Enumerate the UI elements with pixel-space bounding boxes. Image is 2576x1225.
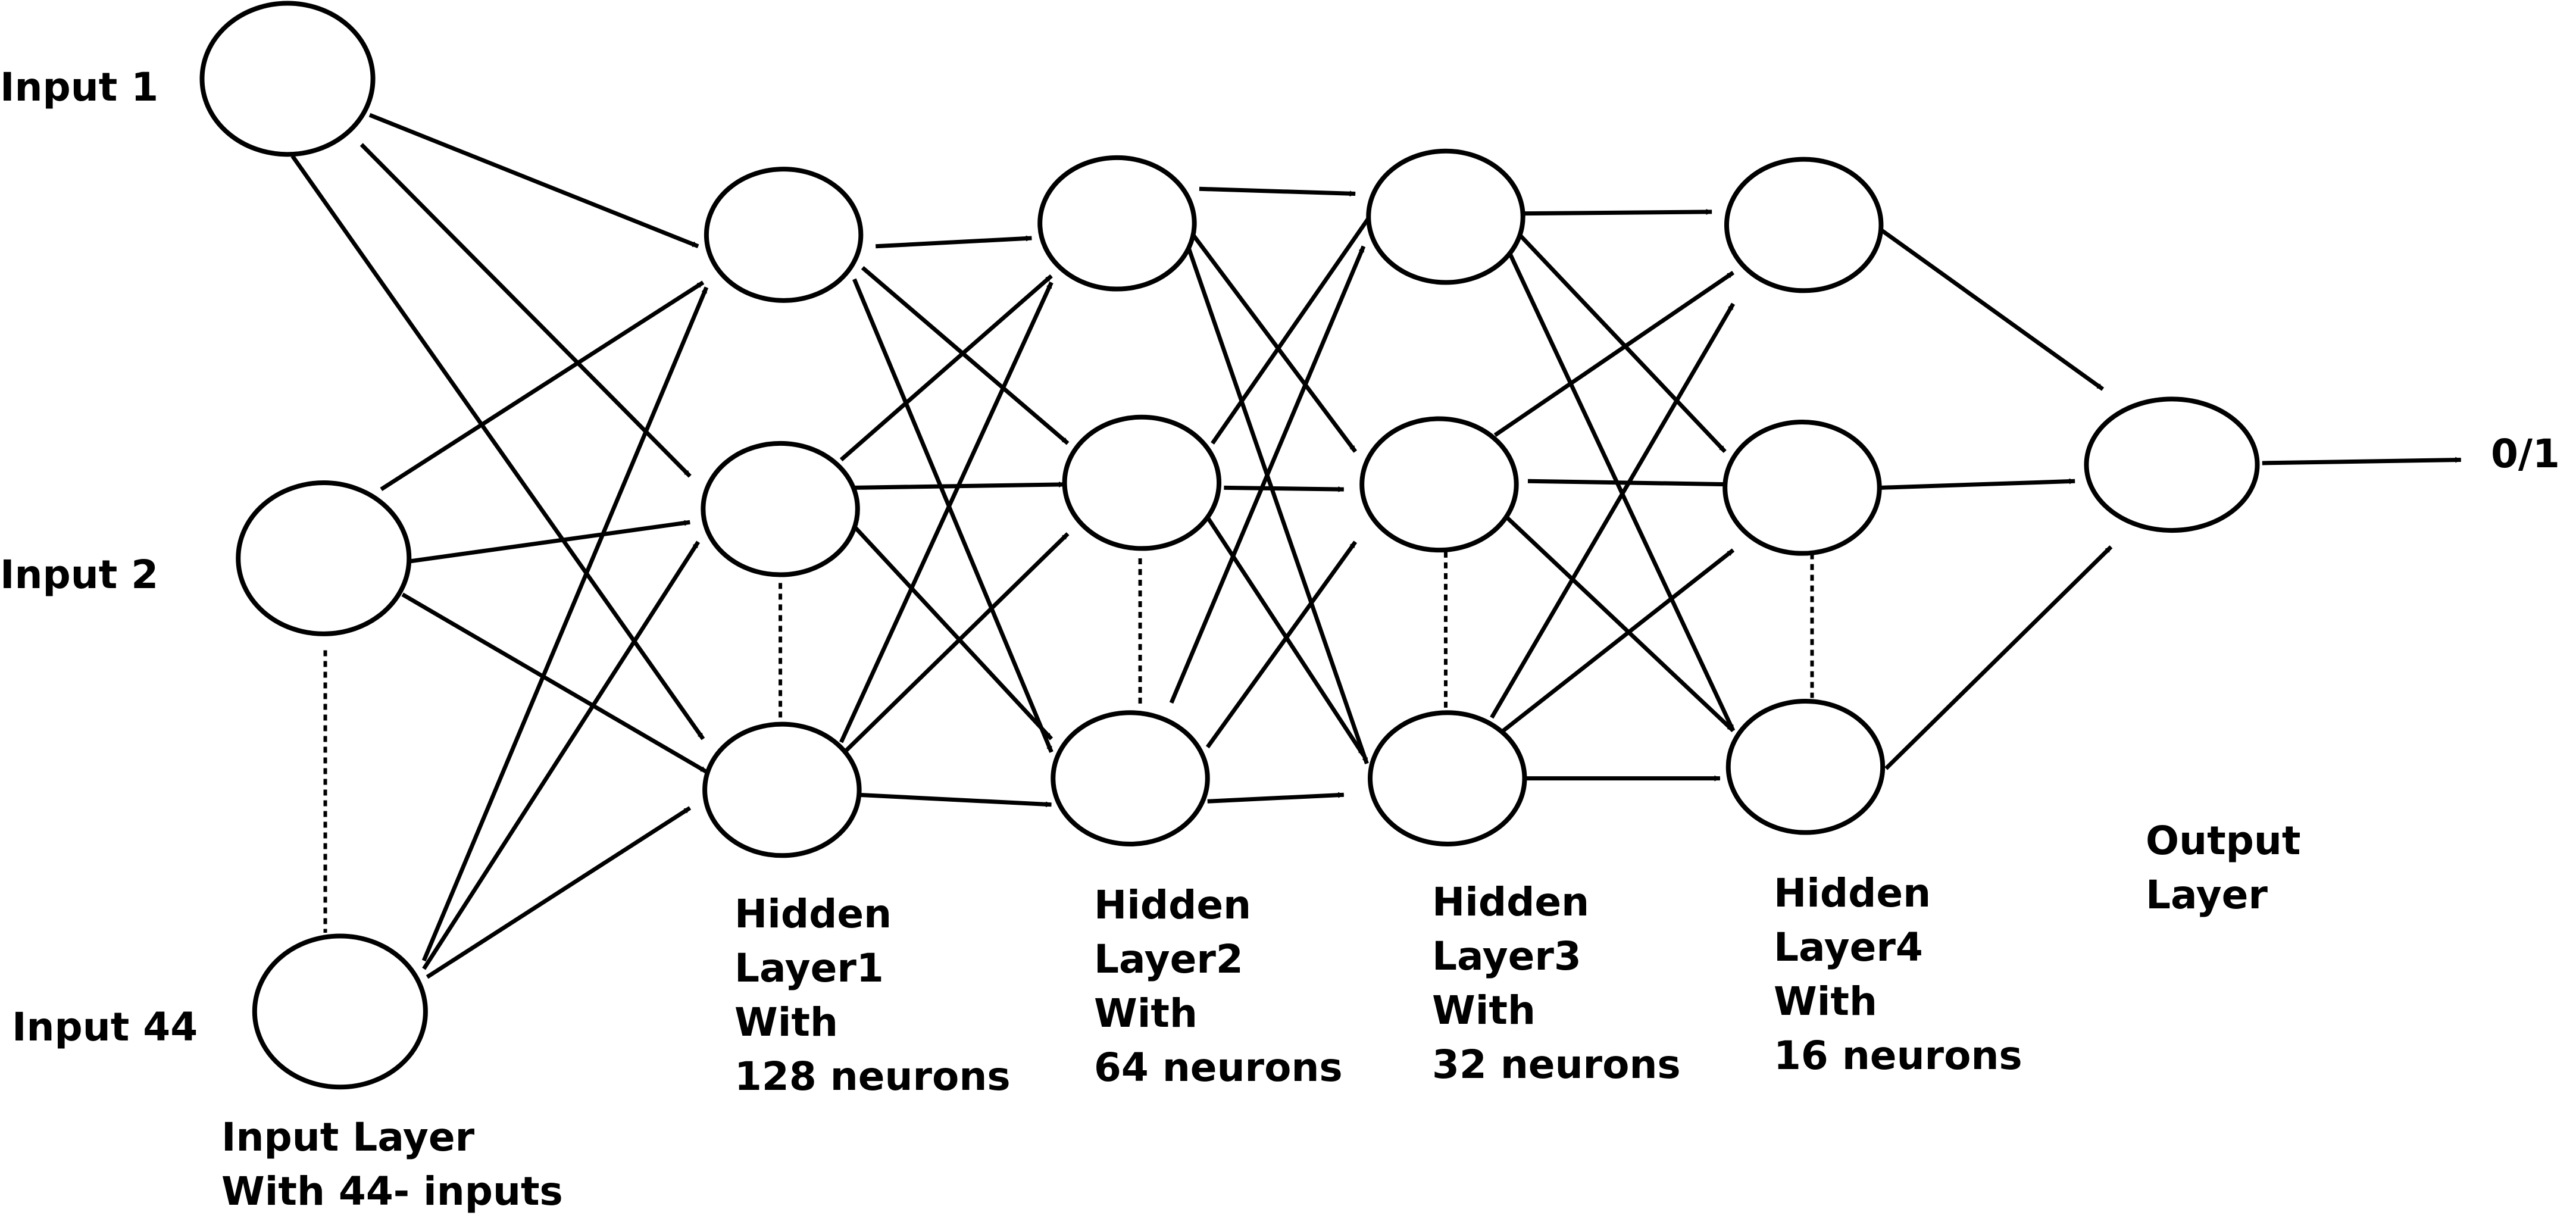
hidden-layer-4-caption-line-4: 16 neurons <box>1774 1033 2022 1079</box>
hidden-layer-2-caption-line-3: With <box>1094 990 1198 1036</box>
output-value-label: 0/1 <box>2491 431 2560 477</box>
connection-arrow-31 <box>1493 271 1734 437</box>
connection-arrow-29 <box>1518 233 1727 454</box>
connection-arrow-11 <box>861 266 1070 445</box>
hidden-layer-2-caption-line-4: 64 neurons <box>1094 1045 1343 1090</box>
hidden-layer-1-caption: Hidden Layer1 With 128 neurons <box>734 887 1011 1104</box>
input-44-label: Input 44 <box>12 1004 198 1050</box>
connection-arrow-16 <box>839 282 1053 743</box>
connection-arrow-40 <box>2262 457 2462 465</box>
hidden-layer-4-caption-line-1: Hidden <box>1774 870 1931 916</box>
neuron-h4-bot <box>1725 698 1886 835</box>
connection-arrow-12 <box>852 278 1053 753</box>
connection-arrow-28 <box>1524 208 1712 216</box>
neuron-h2-top <box>1037 155 1197 292</box>
neuron-input-44 <box>252 933 428 1090</box>
neuron-h1-top <box>704 167 864 303</box>
output-layer-caption-line-1: Output <box>2146 818 2301 864</box>
connection-arrow-33 <box>1502 512 1735 733</box>
connection-arrow-7 <box>421 286 709 962</box>
neuron-h1-bot <box>702 721 862 858</box>
connection-arrow-1 <box>368 112 699 249</box>
hidden-layer-1-caption-line-1: Hidden <box>734 891 892 937</box>
connection-arrow-27 <box>1207 792 1345 804</box>
neuron-h4-top <box>1724 157 1884 293</box>
connection-arrow-35 <box>1502 548 1735 733</box>
neuron-h3-mid <box>1359 416 1519 553</box>
neuron-input-1 <box>199 1 376 157</box>
connection-arrow-19 <box>1199 186 1356 197</box>
neuron-h1-mid <box>701 440 860 577</box>
connection-arrow-39 <box>1884 545 2113 770</box>
input-2-label: Input 2 <box>0 552 159 598</box>
connection-arrow-26 <box>1205 540 1358 749</box>
connection-arrow-2 <box>359 143 692 478</box>
connection-arrow-17 <box>836 532 1070 761</box>
ellipsis-dots-group <box>323 551 1814 933</box>
input-1-label: Input 1 <box>0 64 159 110</box>
hidden-layer-3-caption-line-3: With <box>1432 988 1536 1033</box>
connection-arrow-37 <box>1880 228 2105 391</box>
connection-arrow-5 <box>407 520 690 564</box>
connection-arrow-4 <box>380 280 705 492</box>
neuron-output <box>2084 396 2260 533</box>
input-layer-caption-line-2: With 44- inputs <box>221 1168 563 1214</box>
connection-arrow-8 <box>422 540 701 970</box>
connection-arrow-34 <box>1490 302 1736 719</box>
connection-arrow-30 <box>1504 245 1736 732</box>
hidden-layer-2-caption-line-1: Hidden <box>1094 882 1252 928</box>
hidden-layer-2-caption-line-2: Layer2 <box>1094 936 1243 982</box>
input-layer-caption: Input Layer With 44- inputs <box>221 1110 563 1218</box>
hidden-layer-1-caption-line-3: With <box>734 999 838 1045</box>
connection-arrow-38 <box>1881 478 2075 490</box>
output-layer-caption-line-2: Layer <box>2146 872 2268 918</box>
hidden-layer-3-caption: Hidden Layer3 With 32 neurons <box>1432 875 1681 1092</box>
connection-arrow-25 <box>1169 245 1366 704</box>
hidden-layer-4-caption: Hidden Layer4 With 16 neurons <box>1774 866 2022 1083</box>
connections-group <box>290 112 2462 979</box>
hidden-layer-2-caption: Hidden Layer2 With 64 neurons <box>1094 878 1343 1095</box>
neuron-input-2 <box>236 480 412 636</box>
connection-arrow-13 <box>839 274 1053 462</box>
connection-arrow-20 <box>1173 209 1357 453</box>
hidden-layer-1-caption-line-4: 128 neurons <box>734 1054 1011 1099</box>
neuron-h4-mid <box>1722 419 1882 556</box>
neuron-h2-bot <box>1051 710 1210 846</box>
connection-arrow-10 <box>876 235 1032 249</box>
hidden-layer-3-caption-line-2: Layer3 <box>1432 933 1581 979</box>
connection-arrow-22 <box>1211 212 1374 445</box>
neuron-h3-bot <box>1368 710 1527 846</box>
connection-arrow-18 <box>857 792 1052 808</box>
hidden-layer-1-caption-line-2: Layer1 <box>734 945 884 991</box>
connection-arrow-6 <box>401 592 708 774</box>
input-layer-caption-line-1: Input Layer <box>221 1114 475 1160</box>
connection-arrow-15 <box>839 511 1053 740</box>
hidden-layer-3-caption-line-1: Hidden <box>1432 879 1590 925</box>
connection-arrow-23 <box>1224 485 1345 492</box>
hidden-layer-3-caption-line-4: 32 neurons <box>1432 1042 1681 1088</box>
neuron-h3-top <box>1366 148 1525 285</box>
neuron-h2-mid <box>1062 414 1222 551</box>
output-layer-caption: Output Layer <box>2146 814 2300 922</box>
connection-arrow-21 <box>1177 221 1369 764</box>
hidden-layer-4-caption-line-3: With <box>1774 979 1877 1024</box>
hidden-layer-4-caption-line-2: Layer4 <box>1774 924 1923 970</box>
nodes-group <box>199 1 2260 1090</box>
connection-arrow-9 <box>426 806 692 979</box>
